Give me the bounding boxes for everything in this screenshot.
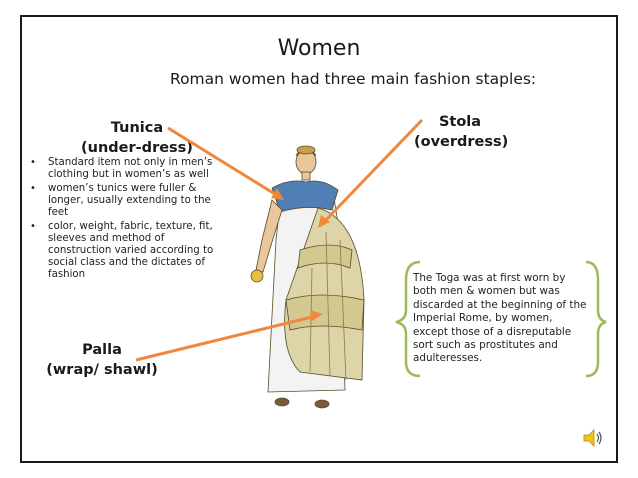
stola-arrowhead [318,215,330,228]
label-arrows [135,118,424,362]
tunica-desc: (under-dress) [81,140,193,156]
list-item: color, weight, fabric, texture, fit, sle… [27,221,227,281]
toga-note: The Toga was at first worn by both men &… [413,272,587,365]
stola-name: Stola [438,114,482,130]
tunica-name: Tunica [110,120,164,136]
woman-figure [250,145,365,409]
list-item: Standard item not only in men’s clothing… [27,157,227,181]
right-brace [585,260,607,378]
palla-heading: Palla (wrap/ shawl) [42,340,162,380]
slide-title: Women [277,36,361,61]
tunica-heading: Tunica (under-dress) [72,118,202,158]
palla-name: Palla [82,342,122,358]
stola-desc: (overdress) [414,134,509,150]
palla-arrow [135,314,317,362]
left-brace [395,260,421,378]
blue-shoulder [271,180,339,213]
palla-arrowhead [310,310,323,321]
list-item: women’s tunics were fuller & longer, usu… [27,183,227,219]
stola-arrow [322,118,424,224]
toga-note-braces [395,260,607,378]
slide-subtitle: Roman women had three main fashion stapl… [170,70,537,88]
tunica-arrowhead [271,188,284,200]
speaker-icon[interactable] [582,428,604,448]
palla-desc: (wrap/ shawl) [46,362,158,378]
tunica-bullet-list: Standard item not only in men’s clothing… [27,157,227,283]
stola-heading: Stola (overdress) [414,112,509,152]
tunica-arrow [167,126,279,198]
